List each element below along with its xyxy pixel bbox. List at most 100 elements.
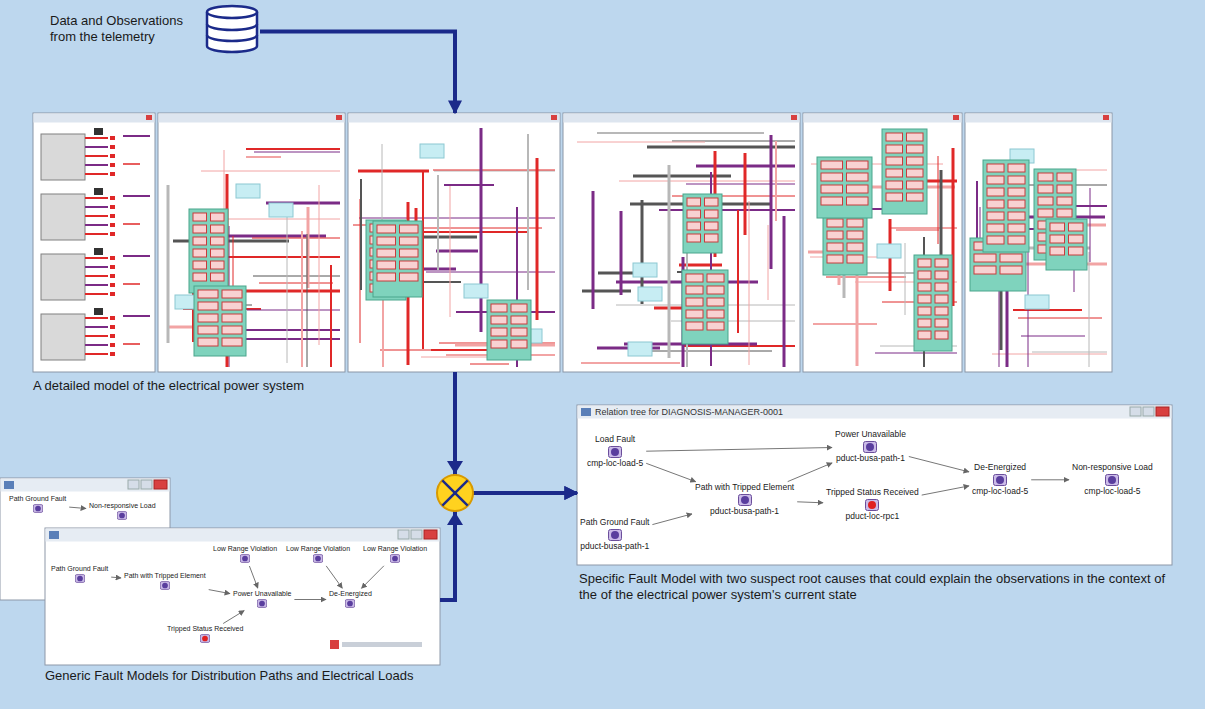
wire [744,153,747,235]
rpc-symbol [827,255,843,263]
connector-symbol [110,196,115,200]
rpc-symbol [705,210,719,218]
rpc-symbol [1008,212,1025,220]
fault-icon [993,474,1007,486]
window-button [141,480,152,489]
icon-frame [33,505,42,513]
wire [597,132,764,134]
rpc-symbol [987,164,1004,172]
rpc-symbol [886,145,903,153]
wire [875,353,957,354]
label-box [420,144,444,158]
rpc-symbol [935,307,948,315]
wire [123,315,150,317]
rpc-symbol [686,322,703,330]
fault-icon [117,511,127,520]
procedure-icon [330,640,339,649]
wire [659,209,795,211]
source-label: Data and Observations from the telemetry [50,13,200,45]
fault-label: De-Energized [974,463,1026,473]
wire [167,185,170,343]
fault-icon [608,446,622,458]
wire [85,335,108,337]
rpc-symbol [935,259,948,267]
screenshot-window [33,113,155,372]
icon-dot [741,496,749,504]
rpc-symbol [974,254,996,262]
rpc-symbol [1069,235,1084,243]
rpc-symbol [193,249,207,257]
rpc-symbol [1038,173,1053,181]
rpc-symbol [886,193,903,201]
rpc-symbol [211,213,225,221]
window-button [128,480,139,489]
switch-panel [983,160,1029,252]
switch-panel [1046,219,1087,270]
icon-dot [392,556,398,562]
rpc-symbol [400,225,419,233]
rpc-symbol [907,157,924,165]
wire [259,283,333,284]
rpc-symbol [1008,188,1025,196]
wire [85,215,108,217]
relation-line [69,507,86,508]
window-button [411,530,422,539]
rpc-symbol [1050,235,1065,243]
fault-label: Power Unavailable [233,590,291,598]
wire [85,344,108,346]
wire [679,264,722,267]
rpc-symbol [827,243,843,251]
title-bar [578,406,1172,419]
icon-dot [348,601,354,607]
wire [775,141,777,221]
rpc-symbol [686,274,703,282]
switch-panel [487,300,531,360]
wire [85,317,108,319]
component-id: cmp-loc-load-5 [587,459,643,469]
title-bar [349,114,560,123]
rpc-symbol [918,319,931,327]
rpc-symbol [687,210,701,218]
combiner-cross [442,480,467,505]
rpc-symbol [886,157,903,165]
fault-icon [240,554,250,563]
cylinder-top [207,6,257,18]
rpc-symbol [686,310,703,318]
fault-label: Tripped Status Received [167,625,243,633]
battery-block [41,134,85,180]
wire [123,163,140,165]
rpc-symbol [193,273,207,281]
rpc-symbol [918,271,931,279]
icon-dot [162,583,168,589]
relation-line [362,566,384,589]
close-button [336,115,342,120]
wire [85,224,108,226]
rpc-symbol [1038,197,1053,205]
icon-dot [868,501,876,509]
rpc-symbol [707,322,724,330]
rpc-symbol [886,133,903,141]
switch-panel [373,221,422,297]
rpc-symbol [1050,223,1065,231]
rpc-symbol [1000,254,1022,262]
window-title: Relation tree for DIAGNOSIS-MANAGER-0001 [595,407,783,418]
window-frame [45,528,440,665]
wire [536,158,539,320]
fault-label: Low Range Violation [286,545,350,553]
rpc-symbol [198,326,218,334]
relation-line [1031,479,1069,480]
screenshot-window [563,113,800,372]
wire [319,185,320,345]
icon-frame [75,575,84,583]
fault-node: Non-responsive Load [87,501,158,522]
component-id: pduct-busa-path-1 [836,454,905,464]
flow-arrow [455,372,577,493]
rpc-symbol [400,249,419,257]
icon-frame [609,446,622,457]
label-box [236,184,260,198]
wire [307,234,308,367]
rpc-symbol [827,231,843,239]
rpc-symbol [707,274,724,282]
connector-symbol [110,136,115,140]
flow-arrow [260,32,455,114]
